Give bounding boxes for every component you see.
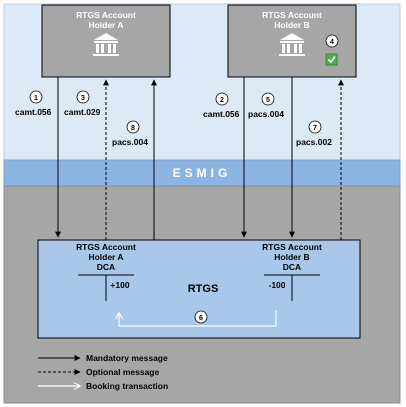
step-badge-1 — [29, 90, 43, 104]
step-badge-3 — [76, 90, 90, 104]
bank-icon — [93, 33, 119, 56]
message-label-pacs004-a: pacs.004 — [112, 137, 148, 147]
holder-b-box: RTGS Account Holder B 4 — [227, 4, 357, 78]
step-badge-6 — [194, 310, 208, 324]
holder-a-title-line1: RTGS Account — [76, 10, 136, 20]
step-number-1: 1 — [34, 95, 38, 102]
message-label-pacs002: pacs.002 — [296, 137, 332, 147]
holder-a-title-line2: Holder A — [88, 20, 123, 30]
step-badge-5 — [261, 92, 275, 106]
dca-a-line1: RTGS Account — [76, 242, 136, 252]
esmig-band — [3, 159, 401, 187]
holder-b-title-line1: RTGS Account — [262, 10, 322, 20]
message-label-pacs004-b: pacs.004 — [248, 109, 284, 119]
dca-a-line3: DCA — [97, 262, 115, 272]
dca-b-amount: -100 — [268, 280, 285, 290]
legend: Mandatory message Optional message Booki… — [38, 353, 168, 391]
dca-a-amount: +100 — [110, 280, 129, 290]
message-label-camt056-a: camt.056 — [15, 107, 52, 117]
step-number-2: 2 — [220, 97, 224, 104]
holder-b-title-line2: Holder B — [274, 20, 309, 30]
message-label-camt056-b: camt.056 — [203, 109, 240, 119]
bank-icon — [279, 33, 305, 56]
step-badge-7 — [308, 120, 322, 134]
checkbox-icon — [325, 53, 338, 66]
step-number-8: 8 — [131, 125, 135, 132]
step-badge-8 — [126, 120, 140, 134]
dca-b-line3: DCA — [283, 262, 301, 272]
booking-arrow — [119, 310, 277, 327]
legend-mandatory-label: Mandatory message — [86, 353, 168, 363]
esmig-label: ESMIG — [173, 166, 232, 180]
holder-a-box: RTGS Account Holder A — [41, 4, 171, 78]
rtgs-label: RTGS — [188, 283, 219, 295]
step-number-3: 3 — [81, 95, 85, 102]
step-number-5: 5 — [266, 97, 270, 104]
legend-booking-label: Booking transaction — [86, 381, 168, 391]
legend-optional-label: Optional message — [86, 367, 159, 377]
dca-b-line1: RTGS Account — [262, 242, 322, 252]
step-badge-2 — [215, 92, 229, 106]
message-label-camt029: camt.029 — [64, 107, 101, 117]
dca-a-line2: Holder A — [88, 252, 123, 262]
step-number-7: 7 — [313, 125, 317, 132]
rtgs-box: RTGS Account Holder A DCA +100 RTGS Acco… — [37, 239, 361, 339]
step-badge-4 — [325, 34, 339, 48]
step-number-6: 6 — [199, 315, 203, 322]
step-number-4: 4 — [330, 39, 334, 46]
dca-b-line2: Holder B — [274, 252, 309, 262]
